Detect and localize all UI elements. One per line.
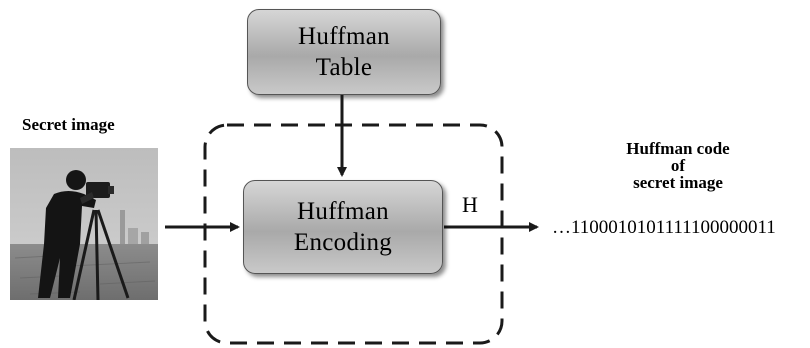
huffman-table-line1: Huffman	[298, 23, 390, 50]
secret-image-label: Secret image	[22, 115, 115, 134]
huffman-table-box: Huffman Table	[247, 9, 441, 95]
huffman-code-title-line2: of	[670, 156, 686, 175]
encoder-dashed-boundary	[203, 123, 504, 345]
huffman-code-title: Huffman code of secret image	[592, 140, 764, 191]
huffman-code-title-line3: secret image	[633, 173, 723, 192]
huffman-encoding-box: Huffman Encoding	[243, 180, 443, 274]
secret-image-thumbnail	[10, 148, 158, 300]
huffman-encoding-line2: Encoding	[293, 229, 393, 256]
edge-label-h: H	[462, 192, 478, 217]
huffman-encoding-line1: Huffman	[297, 198, 389, 225]
huffman-table-line2: Table	[315, 54, 373, 81]
huffman-code-title-line1: Huffman code	[626, 139, 730, 158]
huffman-code-bits: …1100010101111100000011	[552, 217, 776, 238]
